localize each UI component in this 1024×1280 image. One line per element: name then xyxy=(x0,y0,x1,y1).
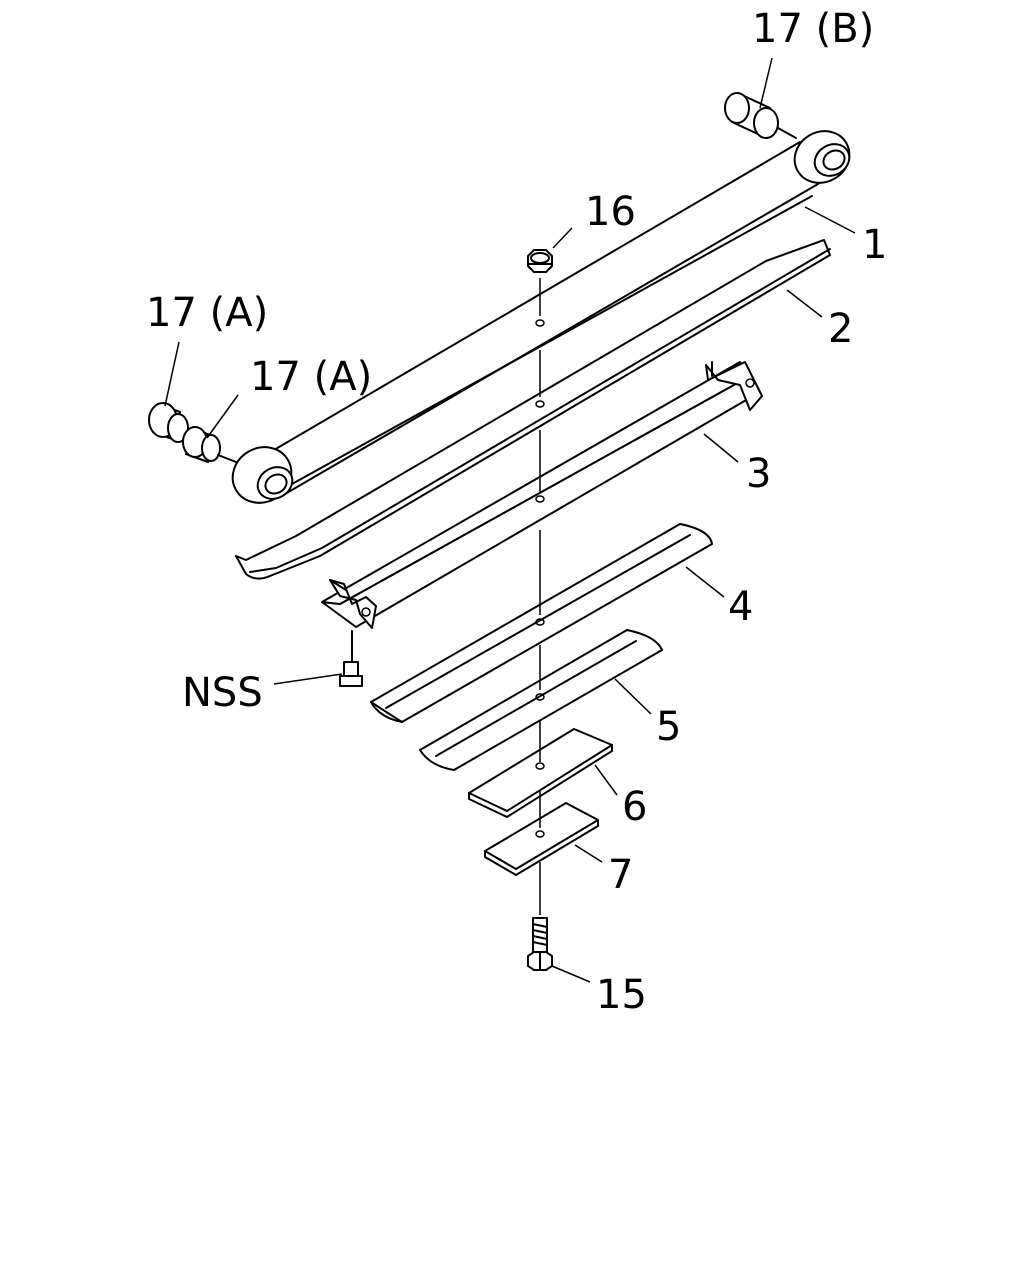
leaf-7 xyxy=(484,802,599,876)
center-bolt-axis xyxy=(535,278,545,915)
label-17a-inner: 17 (A) xyxy=(250,354,372,400)
main-leaf xyxy=(231,130,851,504)
label-17a-outer: 17 (A) xyxy=(146,290,268,336)
label-3: 3 xyxy=(746,451,771,497)
label-1: 1 xyxy=(862,222,887,268)
label-17b: 17 (B) xyxy=(752,6,874,52)
label-5: 5 xyxy=(656,704,681,750)
callout-labels: 17 (B) 16 1 2 17 (A) 17 (A) 3 4 NSS 5 6 … xyxy=(146,6,887,1018)
nut-16 xyxy=(527,249,553,273)
leaf-2 xyxy=(235,239,831,580)
label-6: 6 xyxy=(622,784,647,830)
label-nss: NSS xyxy=(182,670,263,716)
label-16: 16 xyxy=(585,189,636,235)
label-4: 4 xyxy=(728,584,753,630)
label-2: 2 xyxy=(828,306,853,352)
bolt-15 xyxy=(527,917,553,971)
label-15: 15 xyxy=(596,972,647,1018)
bushing-17a-inner xyxy=(182,426,237,463)
bushing-17a-outer xyxy=(148,402,189,443)
leader-lines xyxy=(164,57,856,983)
leaf-6 xyxy=(468,728,613,818)
bushing-17b xyxy=(724,92,797,139)
label-7: 7 xyxy=(608,852,633,898)
leaf-4 xyxy=(370,523,713,723)
